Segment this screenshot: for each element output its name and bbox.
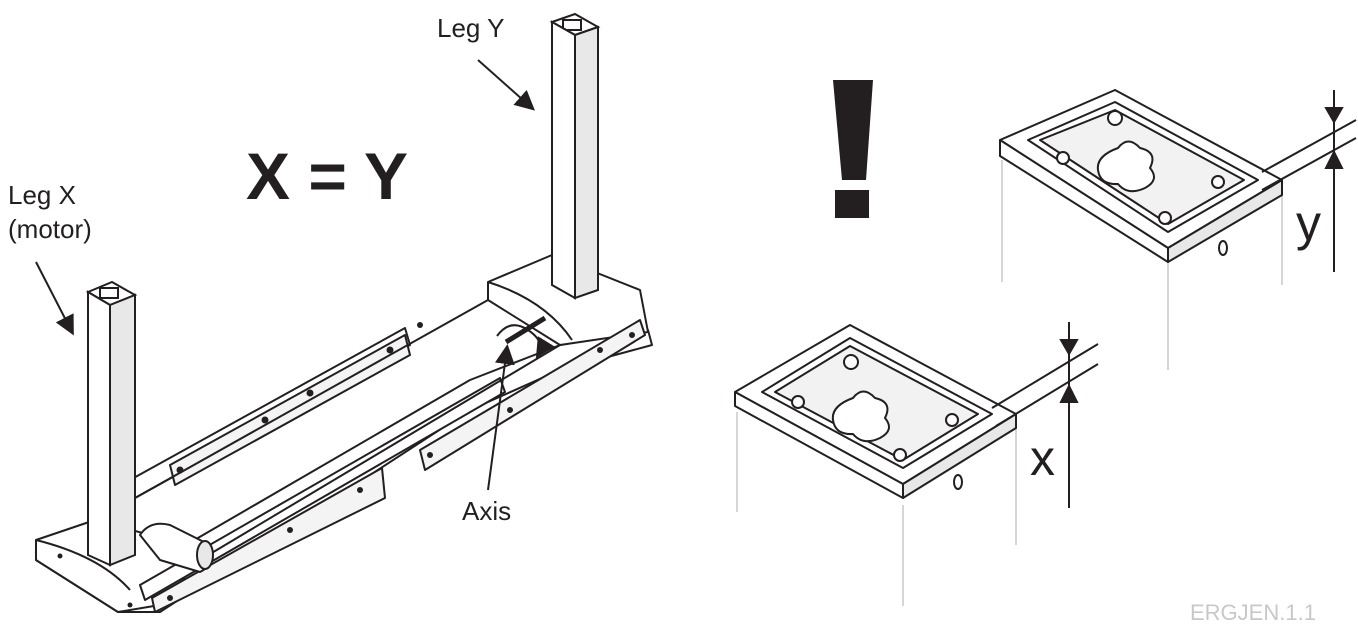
figure-code: ERGJEN.1.1 [1190,600,1316,622]
leg-y-top-detail [999,89,1283,370]
axis-rod [504,315,547,345]
leg-x-top-detail [734,324,1017,606]
dimension-y [1261,90,1357,272]
axis-arrow [487,344,515,491]
leg-x-column [85,280,138,567]
rotation-arrow [496,324,555,359]
leg-x-arrow [35,261,74,336]
rail-holes [57,322,635,608]
leg-y-arrow [477,59,535,111]
desk-frame [35,254,653,613]
leg-x-label-line1: Leg X [8,180,76,210]
dimension-y-label: y [1296,195,1321,251]
warning-exclamation-icon: ! [0,0,873,218]
dimension-x-label: x [1030,430,1055,486]
leg-y-column [549,12,601,300]
dimension-x [991,322,1099,508]
motor-housing [139,522,214,573]
leg-x-label-line2: (motor) [8,214,92,244]
leg-y-label: Leg Y [437,13,504,43]
exclamation-text: ! [0,0,1,1]
axis-label: Axis [462,496,511,526]
equation-label: X = Y [246,139,408,213]
